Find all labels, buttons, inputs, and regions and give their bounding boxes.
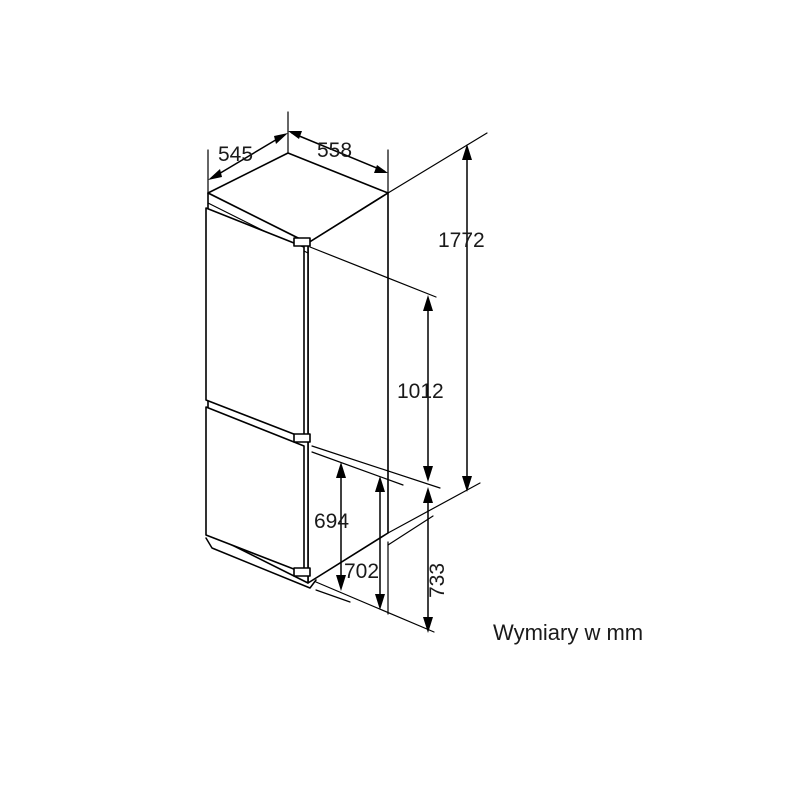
lower-compartment-label: 702 (344, 560, 379, 583)
lower-hinge (293, 567, 311, 577)
width-dimension-line (288, 131, 388, 173)
lower-compartment-dimension (375, 476, 389, 615)
upper-compartment-label: 1012 (397, 380, 444, 403)
units-caption: Wymiary w mm (493, 620, 643, 645)
depth-dimension-line (208, 133, 288, 180)
middle-hinge (293, 433, 311, 443)
lower-door-label: 694 (314, 510, 349, 533)
total-height-label: 1772 (438, 229, 485, 252)
lower-niche-dimension (315, 487, 435, 633)
cabinet-plinth (205, 537, 317, 589)
top-extension-lines (207, 111, 488, 194)
width-label: 558 (317, 139, 352, 162)
upper-compartment-dimension (309, 246, 441, 489)
fridge-doors (205, 207, 317, 589)
upper-door (205, 207, 305, 439)
lower-niche-label: 733 (426, 563, 449, 598)
total-height-dimension (387, 144, 481, 534)
upper-hinge (293, 237, 311, 247)
depth-label: 545 (218, 143, 253, 166)
lower-door-dimension (311, 451, 404, 603)
